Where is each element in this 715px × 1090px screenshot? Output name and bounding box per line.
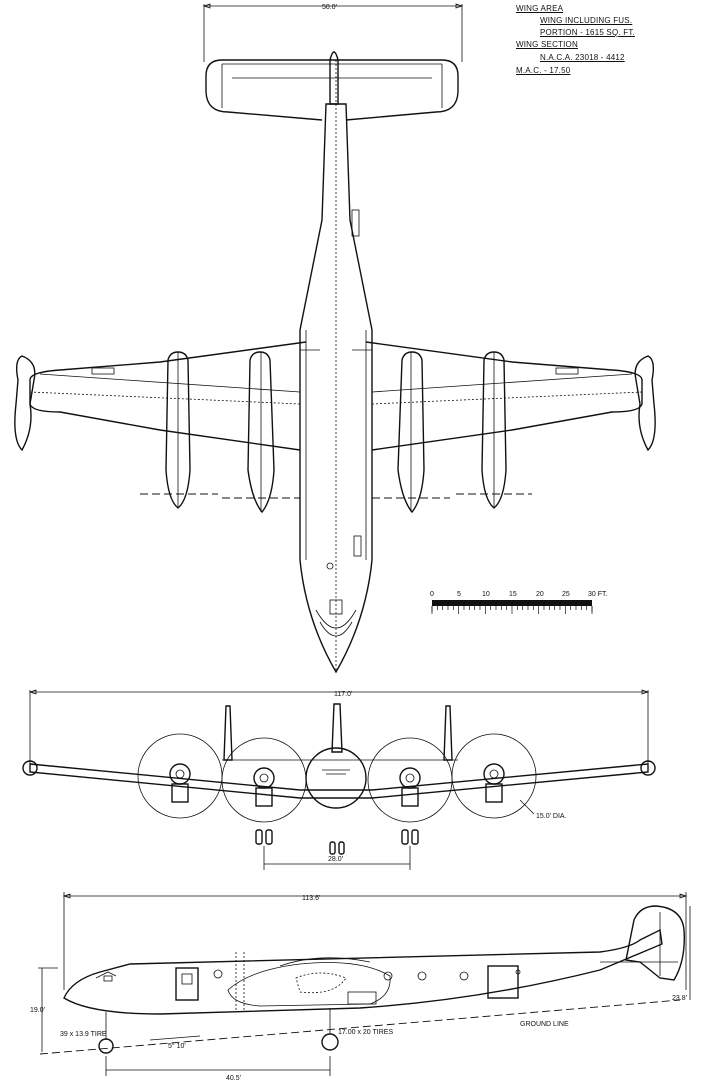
gear-track-dimension: 28.0' <box>263 846 411 870</box>
main-tire-label: 17.00 x 20 TIRES <box>338 1029 393 1036</box>
scale-tick-10: 10 <box>482 591 490 598</box>
span-label: 117.0' <box>334 691 352 698</box>
side-door-front <box>175 967 199 1001</box>
scale-tick-25: 25 <box>562 591 570 598</box>
tail-span-dimension: 50.0' <box>202 3 464 62</box>
wing-right <box>365 341 643 451</box>
scale-tick-30: 30 FT. <box>588 591 608 598</box>
front-fin-left <box>223 705 233 761</box>
height-right-label: 23.8' <box>672 995 687 1002</box>
nacelle-4 <box>481 351 507 509</box>
prop-diameter-label: 15.0' DIA. <box>536 813 567 820</box>
height-left-dimension: 19.0' <box>30 967 58 1052</box>
wheelbase-dimension: 40.5' <box>105 1056 331 1082</box>
side-door-rear <box>487 965 519 999</box>
angle-label: 5° 10' <box>168 1042 186 1050</box>
gear-track-label: 28.0' <box>328 856 343 863</box>
prop-disc-3 <box>367 737 453 823</box>
nacelle-2 <box>247 351 275 514</box>
wing-section-heading: WING SECTION <box>516 40 578 49</box>
vertical-fin-top <box>329 51 339 105</box>
scale-tick-15: 15 <box>509 591 517 598</box>
front-engine-3 <box>399 767 421 807</box>
prop-disc-4 <box>451 733 537 819</box>
right-wingtip <box>634 355 656 452</box>
span-dimension: 117.0' <box>28 689 650 768</box>
front-engine-4 <box>483 763 505 803</box>
prop-disc-2 <box>221 737 307 823</box>
wing-area-heading: WING AREA <box>516 4 564 13</box>
side-fuselage <box>63 928 663 1015</box>
wheelbase-label: 40.5' <box>226 1075 241 1082</box>
top-view: 50.0' <box>14 3 656 674</box>
height-left-label: 19.0' <box>30 1007 45 1014</box>
wing-area-line-1: WING INCLUDING FUS. <box>540 16 633 25</box>
mac-value: M.A.C. - 17.50 <box>516 66 571 75</box>
horizontal-stabilizer <box>205 59 459 121</box>
side-view: 113.6' GROUND LINE <box>30 892 691 1082</box>
front-gear <box>255 829 419 855</box>
front-fin-right <box>443 705 453 761</box>
nacelle-1 <box>165 351 191 509</box>
nose-wheel <box>98 1038 114 1054</box>
side-vertical-tail <box>625 905 685 981</box>
nacelle-3 <box>397 351 425 514</box>
side-wing-nacelle <box>227 962 391 1007</box>
main-wheel <box>321 1033 339 1051</box>
left-wingtip <box>14 355 36 452</box>
front-view: 117.0' <box>22 689 656 870</box>
scale-bar: 0 5 10 15 20 25 30 FT. <box>430 591 608 614</box>
length-label: 113.6' <box>302 895 320 902</box>
scale-tick-20: 20 <box>536 591 544 598</box>
fuselage-plan <box>299 103 373 674</box>
front-fuselage <box>305 747 367 809</box>
scale-tick-0: 0 <box>430 591 434 598</box>
front-wing <box>29 763 649 799</box>
ground-line <box>39 999 681 1055</box>
tail-span-label: 50.0' <box>322 4 337 11</box>
wing-section-value: N.A.C.A. 23018 - 4412 <box>540 53 625 62</box>
ground-line-label: GROUND LINE <box>520 1021 569 1028</box>
length-dimension: 113.6' <box>62 892 688 990</box>
scale-tick-5: 5 <box>457 591 461 598</box>
height-right-dimension: 23.8' <box>672 906 691 1002</box>
wing-area-line-2: PORTION - 1615 SQ. FT. <box>540 28 635 37</box>
front-engine-2 <box>253 767 275 807</box>
front-engine-1 <box>169 763 191 803</box>
nose-tire-label: 39 x 13.9 TIRE <box>60 1031 107 1038</box>
front-fin-center <box>331 703 343 753</box>
